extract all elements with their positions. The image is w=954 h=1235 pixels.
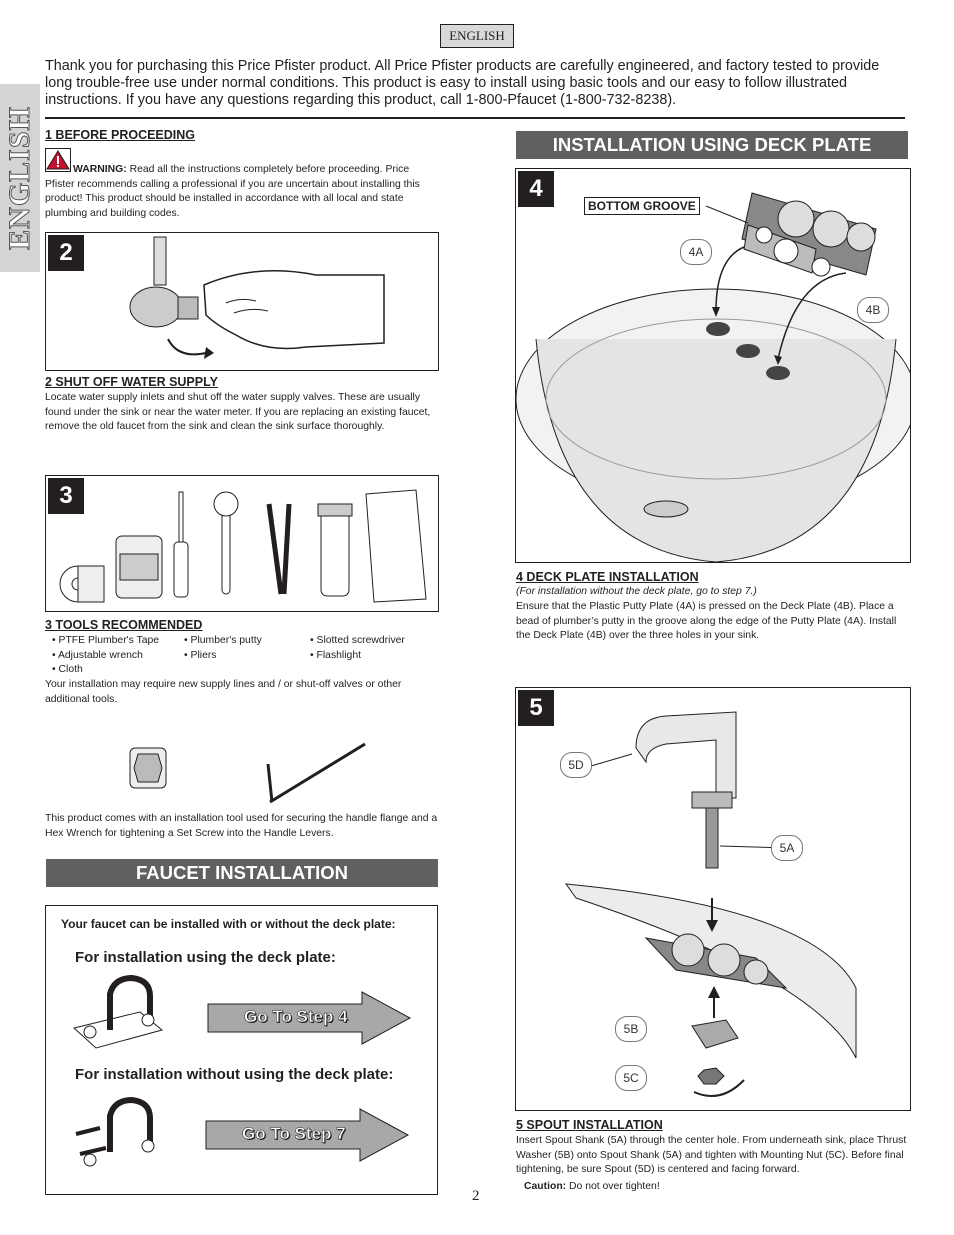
step4-text: Ensure that the Plastic Putty Plate (4A)… xyxy=(516,601,897,642)
deck-plate-banner: INSTALLATION USING DECK PLATE xyxy=(516,131,908,159)
included-tools-illustration xyxy=(129,742,366,804)
faucet-with-plate-icon xyxy=(72,974,164,1049)
tool-item: • Cloth xyxy=(52,664,83,675)
go-to-step-4-arrow[interactable] xyxy=(206,990,414,1046)
warning-icon xyxy=(45,148,71,172)
side-tab-label: ENGLISH xyxy=(3,106,37,251)
step5-heading: 5 SPOUT INSTALLATION xyxy=(516,1118,663,1132)
step3-figure: 3 xyxy=(45,475,439,612)
faucet-installation-banner: FAUCET INSTALLATION xyxy=(46,859,438,887)
with-plate-label: For installation using the deck plate: xyxy=(75,949,336,966)
step5-number: 5 xyxy=(518,690,554,726)
tools-note: Your installation may require new supply… xyxy=(45,679,402,705)
tool-item: • Flashlight xyxy=(310,650,361,661)
sink-illustration xyxy=(516,192,910,562)
before-heading: 1 BEFORE PROCEEDING xyxy=(45,128,196,142)
tool-item: • Slotted screwdriver xyxy=(310,635,405,646)
tools-list: • PTFE Plumber's Tape • Plumber's putty … xyxy=(52,634,442,679)
callout-4a: 4A xyxy=(680,239,712,265)
step2-heading: 2 SHUT OFF WATER SUPPLY xyxy=(45,375,218,389)
included-tools-text: This product comes with an installation … xyxy=(45,813,438,839)
step5-figure: 5 5D 5A 5B 5C xyxy=(515,687,911,1111)
callout-5d: 5D xyxy=(560,752,592,778)
callout-5c: 5C xyxy=(615,1065,647,1091)
step3-number: 3 xyxy=(48,478,84,514)
step4-figure: 4 BOTTOM GROOVE 4A 4B xyxy=(515,168,911,563)
faucet-without-plate-icon xyxy=(75,1096,155,1167)
tool-item: • Adjustable wrench xyxy=(52,650,143,661)
step2-figure: 2 xyxy=(45,232,439,371)
warning-label: WARNING: xyxy=(73,164,127,175)
faucet-options-intro: Your faucet can be installed with or wit… xyxy=(61,917,396,931)
tool-item: • Pliers xyxy=(184,650,217,661)
step3-heading: 3 TOOLS RECOMMENDED xyxy=(45,618,203,632)
caution-line: Caution: Do not over tighten! xyxy=(524,1180,904,1195)
callout-5a: 5A xyxy=(771,835,803,861)
header-divider xyxy=(45,117,905,119)
step2-text: Locate water supply inlets and shut off … xyxy=(45,392,431,433)
step4-note: (For installation without the deck plate… xyxy=(516,586,757,597)
go-to-step-4-label[interactable]: Go To Step 4 xyxy=(244,1007,348,1027)
go-to-step-7-arrow[interactable] xyxy=(204,1107,412,1163)
faucet-options-box: Your faucet can be installed with or wit… xyxy=(45,905,438,1195)
intro-paragraph: Thank you for purchasing this Price Pfis… xyxy=(45,58,880,108)
step4-number: 4 xyxy=(518,171,554,207)
tool-item: • Plumber's putty xyxy=(184,635,262,646)
caution-label: Caution: xyxy=(524,1181,567,1192)
shutoff-valve-illustration xyxy=(129,236,385,359)
without-plate-label: For installation without using the deck … xyxy=(75,1066,394,1083)
page-number: 2 xyxy=(472,1188,480,1204)
spout-illustration xyxy=(564,711,857,1097)
language-tab: ENGLISH xyxy=(440,24,514,48)
step5-text: Insert Spout Shank (5A) through the cent… xyxy=(516,1135,907,1176)
callout-4b: 4B xyxy=(857,297,889,323)
callout-5b: 5B xyxy=(615,1016,647,1042)
tool-item: • PTFE Plumber's Tape xyxy=(52,635,160,646)
bottom-groove-label: BOTTOM GROOVE xyxy=(584,197,700,215)
go-to-step-7-label[interactable]: Go To Step 7 xyxy=(242,1124,346,1144)
side-language-tab: ENGLISH xyxy=(0,84,40,272)
caution-text: Do not over tighten! xyxy=(566,1181,660,1192)
warning-text: Read all the instructions completely bef… xyxy=(45,164,420,219)
warning-paragraph: WARNING: Read all the instructions compl… xyxy=(45,163,438,221)
step4-heading: 4 DECK PLATE INSTALLATION xyxy=(516,570,699,584)
tools-illustration xyxy=(59,489,427,603)
step2-number: 2 xyxy=(48,235,84,271)
